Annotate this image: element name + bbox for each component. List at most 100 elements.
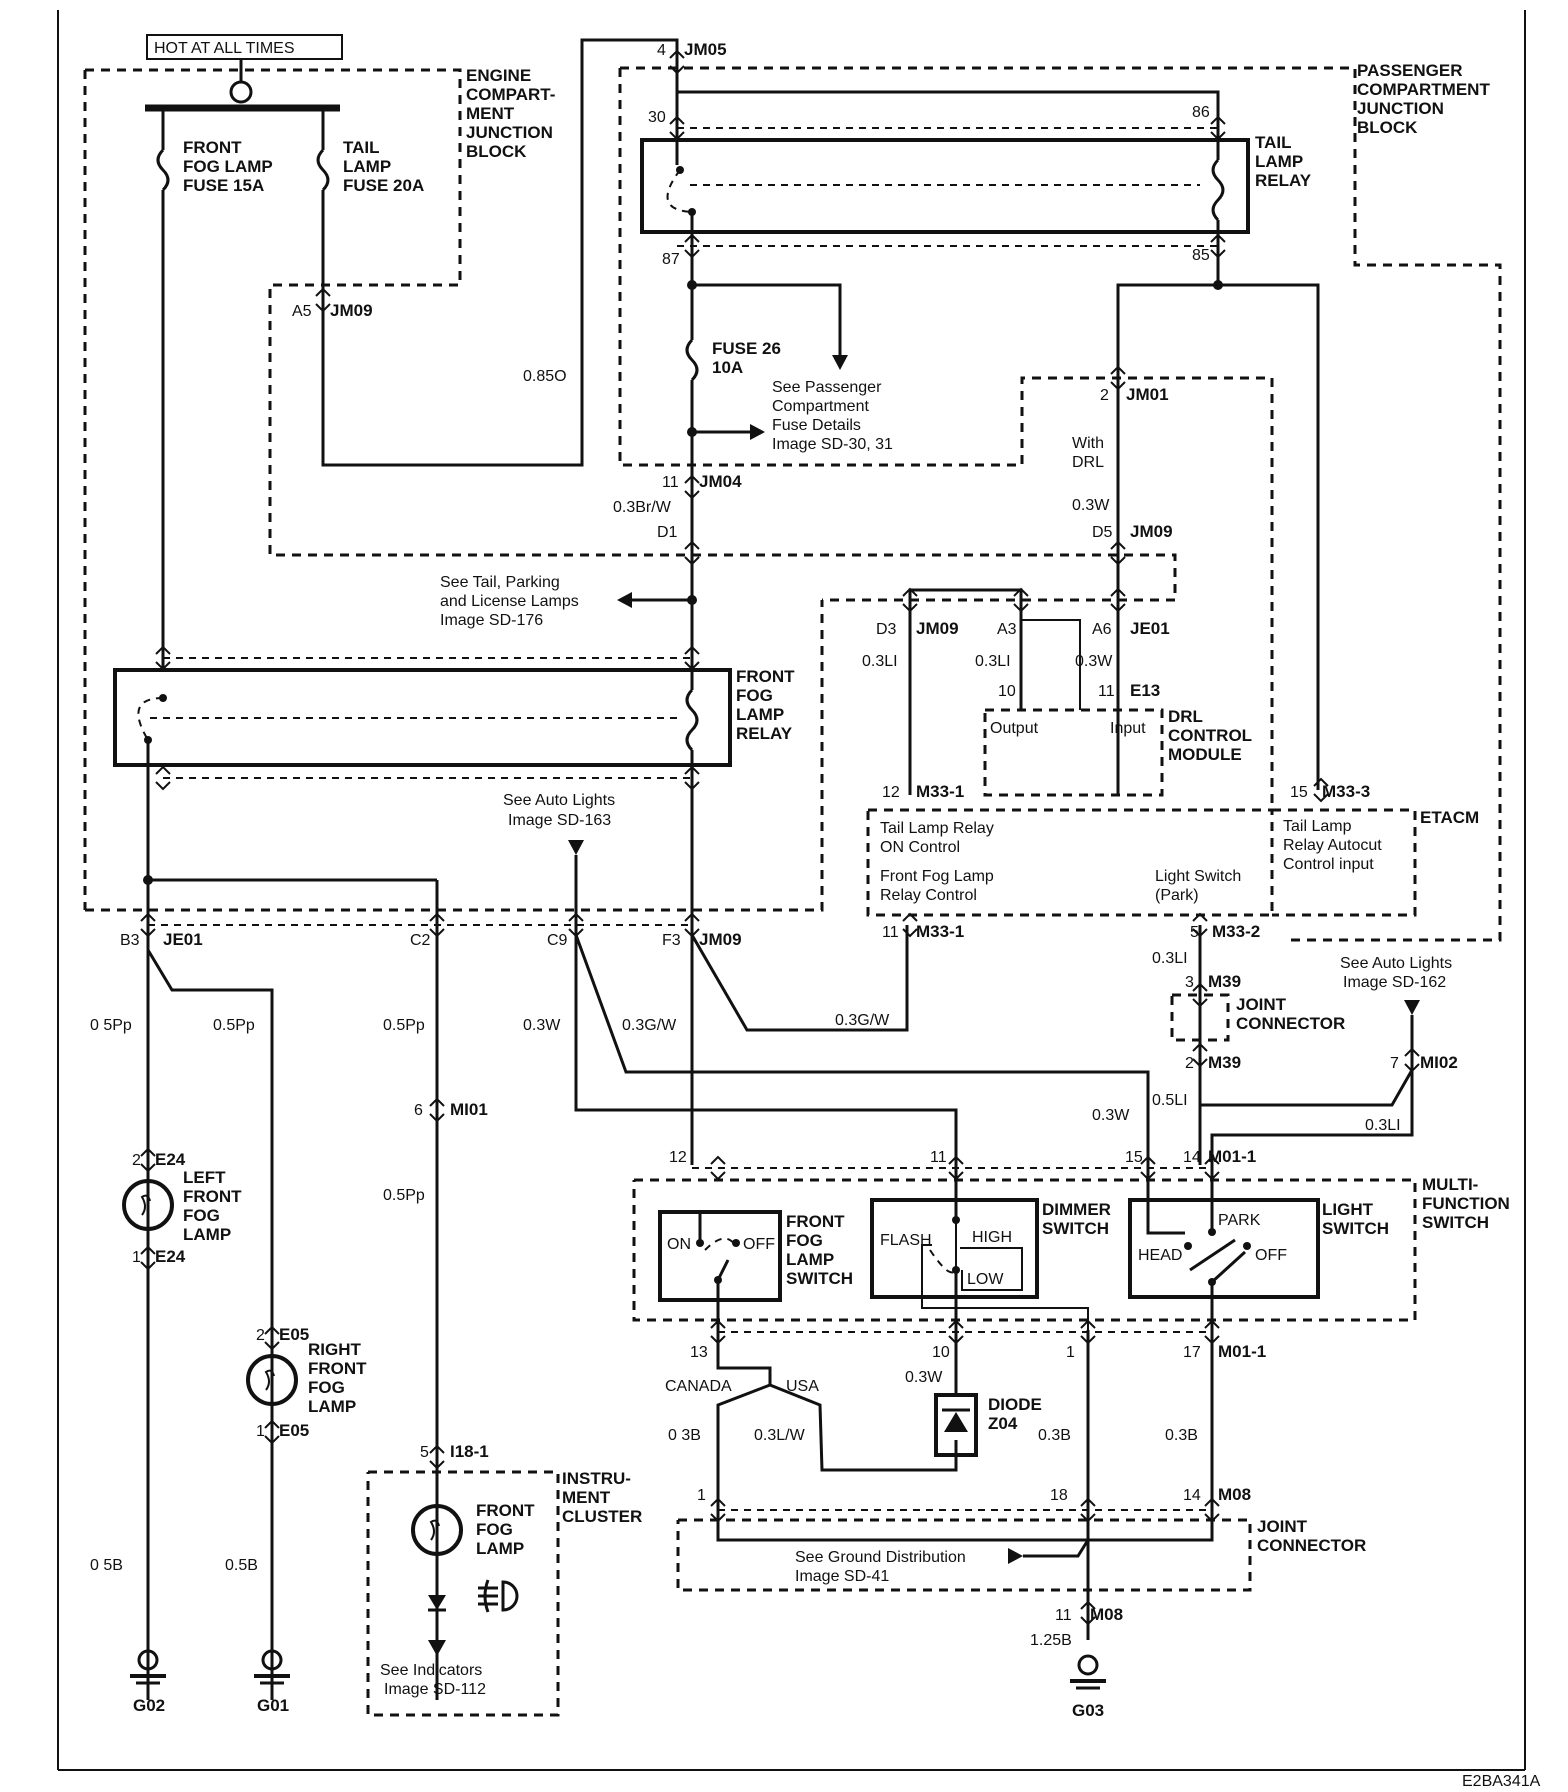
connector-chevron <box>264 1325 280 1351</box>
i18-connector: I18-1 <box>450 1442 489 1461</box>
connector-chevron <box>155 645 171 671</box>
jm09-a5-connector: JM09 <box>330 301 373 320</box>
m33-3-pin: 15 <box>1290 784 1308 801</box>
m39-joint-connector-label: JOINT CONNECTOR <box>1236 995 1345 1033</box>
je01-b3-connector: JE01 <box>163 930 203 949</box>
connector-chevron <box>1192 982 1208 1008</box>
dimmer-high-label: HIGH <box>972 1229 1012 1246</box>
connector-chevron <box>155 765 171 791</box>
connector-chevron <box>1313 777 1329 803</box>
wire-05b-g02: 0 5B <box>90 1557 123 1574</box>
jm04-connector: JM04 <box>699 472 742 491</box>
wire-03lw: 0.3L/W <box>754 1427 806 1444</box>
switch-pin-11: 11 <box>930 1149 947 1166</box>
mi02-connector: MI02 <box>1420 1053 1458 1072</box>
connector-chevron <box>669 115 685 141</box>
connector-chevron <box>1404 1047 1420 1073</box>
see-passenger-fuse-note: See Passenger Compartment Fuse Details I… <box>772 379 893 453</box>
connector-chevron <box>948 1319 964 1345</box>
dimmer-low-label: LOW <box>967 1271 1004 1288</box>
e05-pin-1: 1 <box>256 1423 265 1440</box>
b3-pin: B3 <box>120 932 140 949</box>
e05-connector-a: E05 <box>279 1325 309 1344</box>
see-indicators-note: See Indicators Image SD-112 <box>380 1662 487 1698</box>
connector-chevron <box>684 233 700 259</box>
drl-output-label: Output <box>990 720 1039 737</box>
instrument-cluster-label: INSTRU- MENT CLUSTER <box>562 1469 642 1526</box>
e24-connector-b: E24 <box>155 1247 186 1266</box>
wire-03b-pin17: 0.3B <box>1165 1427 1198 1444</box>
mi01-pin: 6 <box>414 1102 423 1119</box>
switch-pin-13: 13 <box>690 1344 708 1361</box>
connector-chevron <box>948 1155 964 1181</box>
switch-pin-14: 14 <box>1183 1149 1201 1166</box>
jm09-d5-connector: JM09 <box>1130 522 1173 541</box>
m01-1-connector-bottom: M01-1 <box>1218 1342 1266 1361</box>
ecjb-label: ENGINE COMPART- MENT JUNCTION BLOCK <box>466 66 560 161</box>
connector-chevron <box>1110 587 1126 613</box>
connector-chevron <box>1140 1155 1156 1181</box>
diagram-code: E2BA341A <box>1462 1773 1541 1790</box>
c9-pin: C9 <box>547 932 568 949</box>
m08-joint-connector-label: JOINT CONNECTOR <box>1257 1517 1366 1555</box>
wire-03w-switch: 0.3W <box>1092 1107 1130 1124</box>
front-fog-lamp-relay-label: FRONT FOG LAMP RELAY <box>736 667 799 743</box>
tail-lamp-relay-label: TAIL LAMP RELAY <box>1255 133 1312 190</box>
fog-switch-off-label: OFF <box>743 1236 775 1253</box>
i18-pin: 5 <box>420 1444 429 1461</box>
wire-03gw-b: 0.3G/W <box>835 1012 890 1029</box>
right-front-fog-lamp-label: RIGHT FRONT FOG LAMP <box>308 1340 371 1416</box>
wire-085o: 0.85O <box>523 368 567 385</box>
etacm-light-switch-park: Light Switch (Park) <box>1155 868 1246 904</box>
connector-chevron <box>710 1319 726 1345</box>
m01-1-connector-top: M01-1 <box>1208 1147 1256 1166</box>
wire-05b-g01: 0.5B <box>225 1557 258 1574</box>
m08-connector: M08 <box>1218 1485 1251 1504</box>
e13-pin-10: 10 <box>998 683 1016 700</box>
e13-pin-11: 11 <box>1098 683 1115 700</box>
m33-3-connector: M33-3 <box>1322 782 1370 801</box>
see-tail-parking-note: See Tail, Parking and License Lamps Imag… <box>440 574 583 629</box>
connector-chevron <box>1210 115 1226 141</box>
mi01-connector: MI01 <box>450 1100 488 1119</box>
c2-pin: C2 <box>410 932 431 949</box>
with-drl-label: With DRL <box>1072 435 1108 471</box>
connector-chevron <box>1013 587 1029 613</box>
see-auto-lights-162-note: See Auto Lights Image SD-162 <box>1340 955 1457 991</box>
see-ground-distribution-note: See Ground Distribution Image SD-41 <box>795 1549 970 1585</box>
left-front-fog-lamp-label: LEFT FRONT FOG LAMP <box>183 1168 246 1244</box>
m39-pin-3: 3 <box>1185 974 1194 991</box>
wire-05pp-left: 0 5Pp <box>90 1017 132 1034</box>
jm09-d3-connector: JM09 <box>916 619 959 638</box>
jm01-connector: JM01 <box>1126 385 1169 404</box>
multifunction-switch-label: MULTI- FUNCTION SWITCH <box>1422 1175 1515 1232</box>
m39-pin-2: 2 <box>1185 1055 1194 1072</box>
dimmer-flash-label: FLASH <box>880 1232 932 1249</box>
front-fog-lamp-switch-label: FRONT FOG LAMP SWITCH <box>786 1212 853 1288</box>
wire-05pp-cluster: 0.5Pp <box>383 1017 425 1034</box>
wire-03b-pin1: 0.3B <box>1038 1427 1071 1444</box>
light-switch-off-label: OFF <box>1255 1247 1287 1264</box>
m08-pin-11: 11 <box>1055 1607 1072 1624</box>
light-switch-label: LIGHT SWITCH <box>1322 1200 1389 1238</box>
jm09-f3-connector: JM09 <box>699 930 742 949</box>
connector-chevron <box>140 1245 156 1271</box>
m08-pin-14: 14 <box>1183 1487 1201 1504</box>
m08-pin-18: 18 <box>1050 1487 1068 1504</box>
connector-chevron <box>1080 1319 1096 1345</box>
connector-chevron <box>669 49 685 75</box>
wire-03li-mi02: 0.3LI <box>1365 1117 1401 1134</box>
fuse-26-label: FUSE 26 10A <box>712 339 786 377</box>
connector-chevron <box>1204 1319 1220 1345</box>
wire-05pp-mi01: 0.5Pp <box>383 1187 425 1204</box>
wire-05pp-right: 0.5Pp <box>213 1017 255 1034</box>
connector-chevron <box>264 1419 280 1445</box>
connector-chevron <box>429 1097 445 1123</box>
relay-pin-85: 85 <box>1192 247 1210 264</box>
drl-control-module-label: DRL CONTROL MODULE <box>1168 707 1256 764</box>
a5-pin: A5 <box>292 303 312 320</box>
wire-03li-d3: 0.3LI <box>862 653 898 670</box>
mi02-pin: 7 <box>1390 1055 1399 1072</box>
wire-03w-diode: 0.3W <box>905 1369 943 1386</box>
